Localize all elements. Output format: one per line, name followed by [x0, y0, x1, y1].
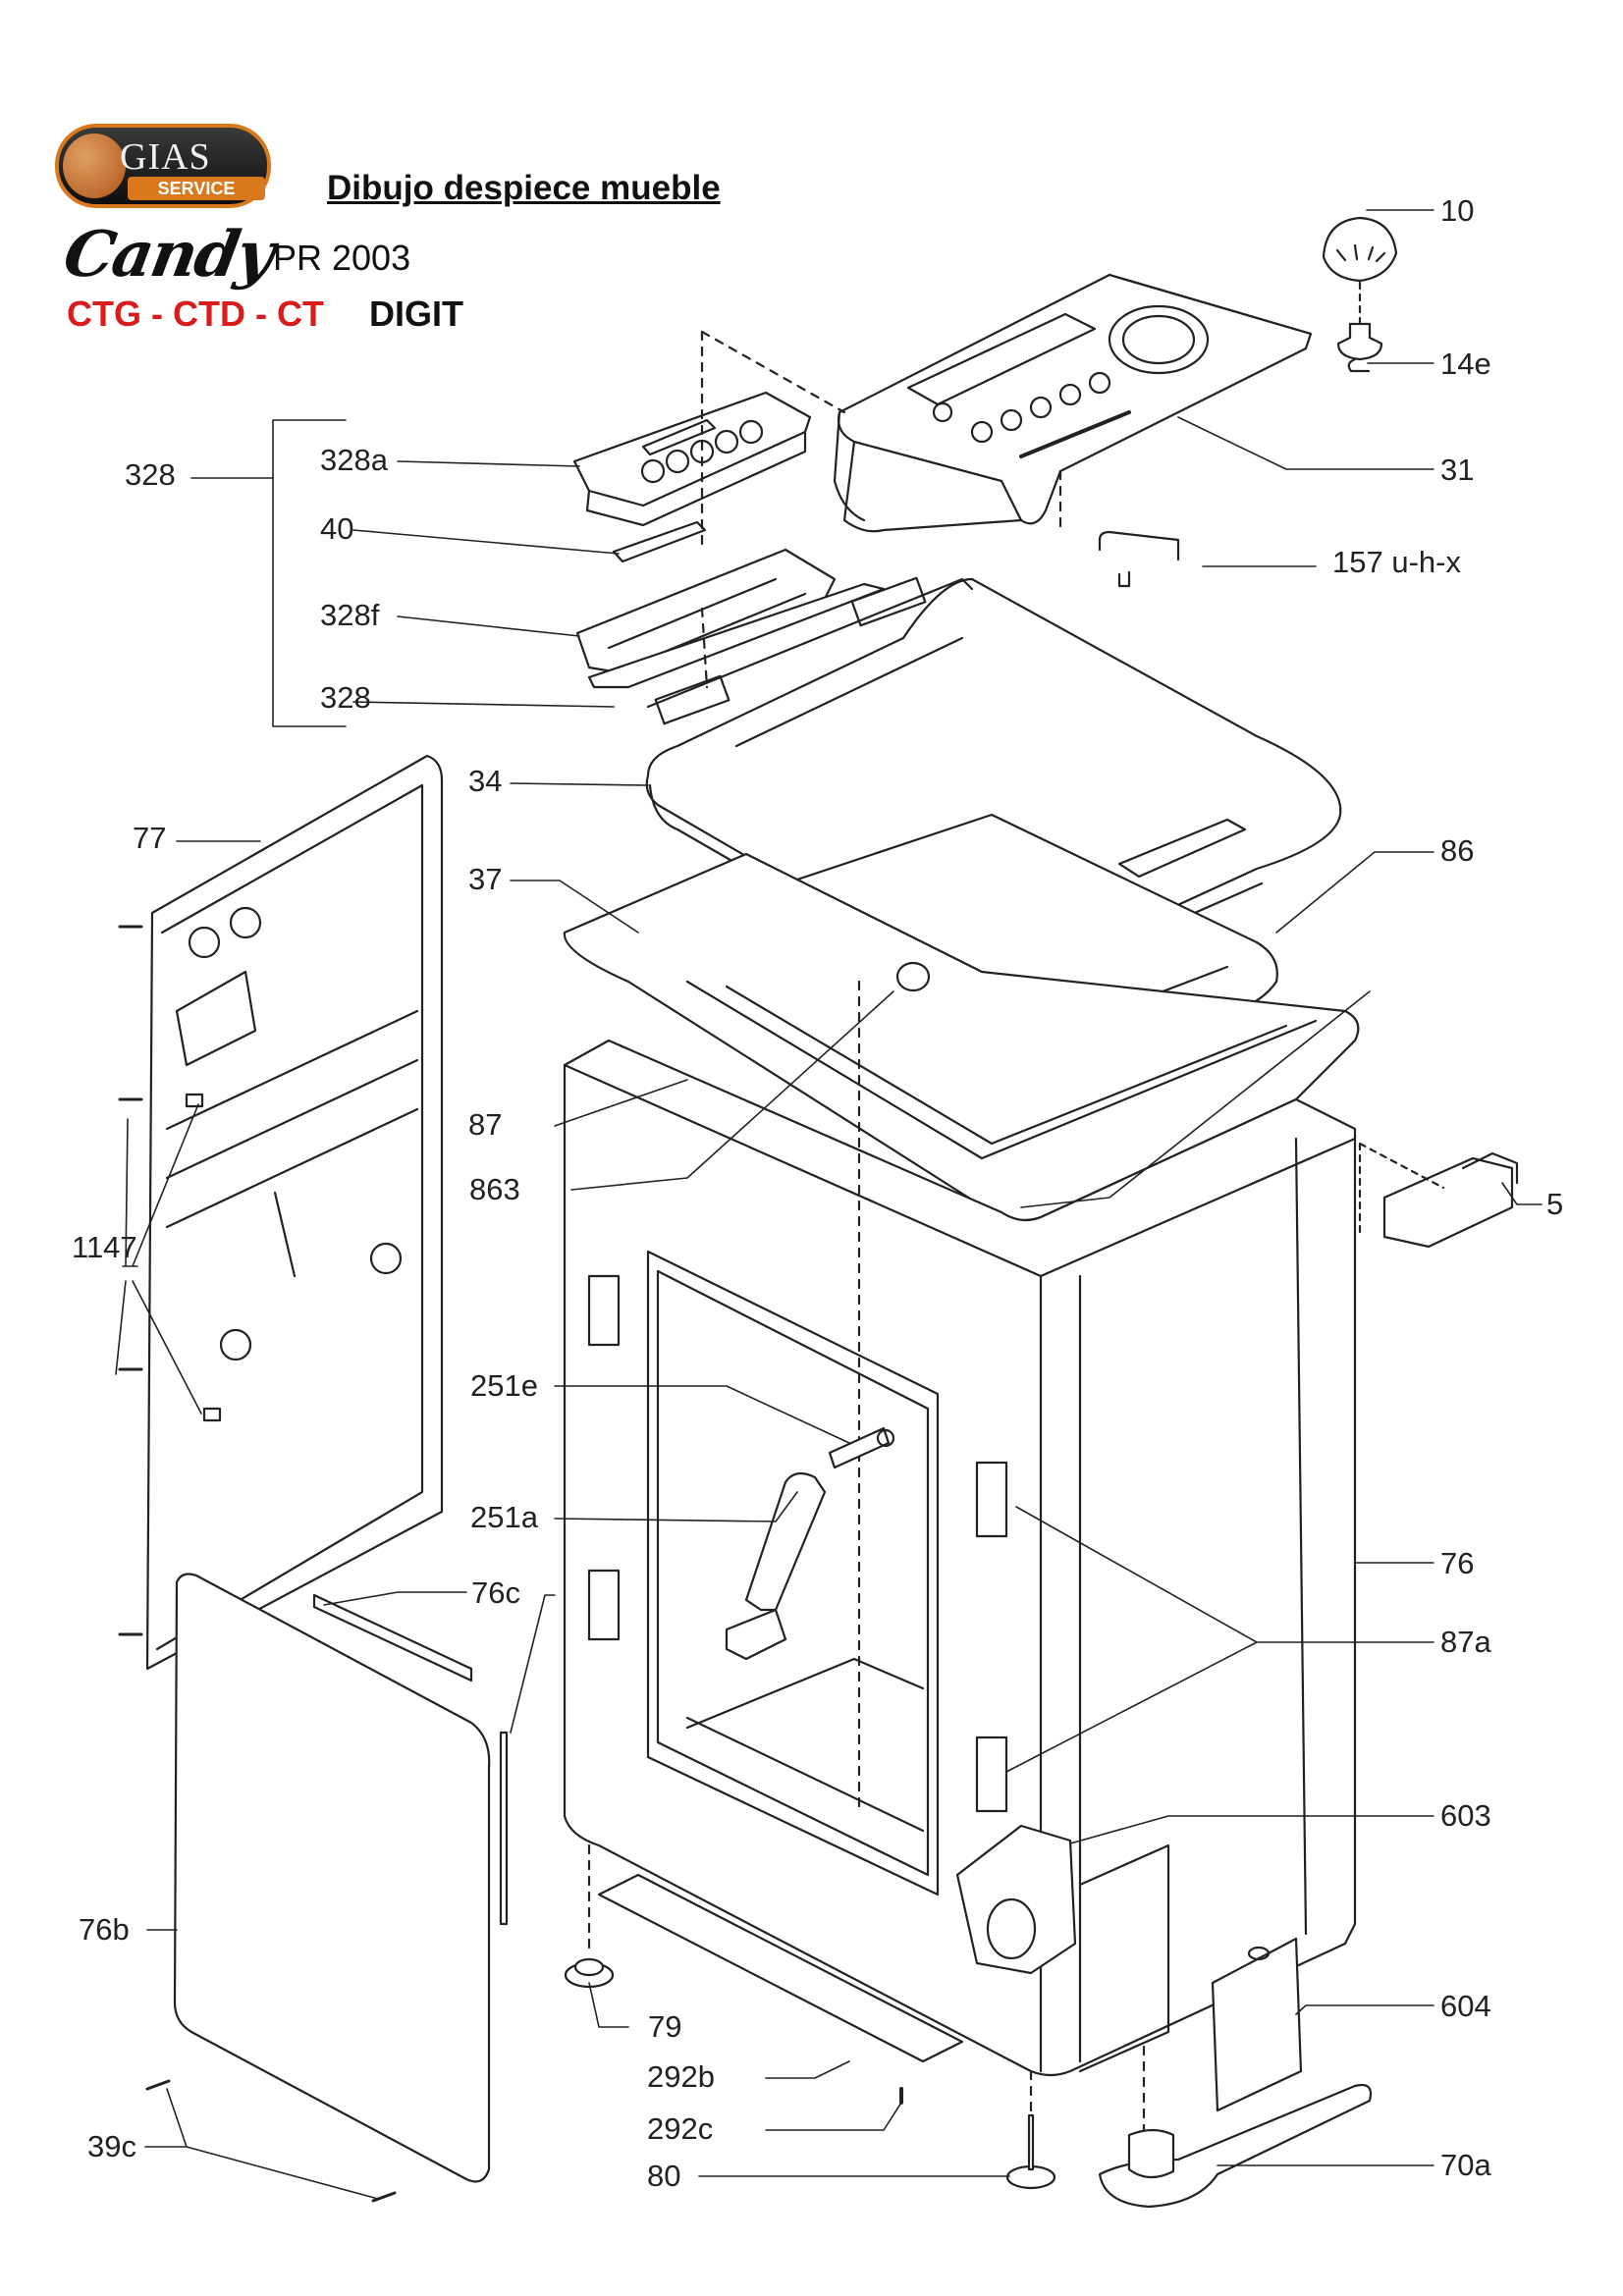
callout-77: 77 — [133, 821, 167, 855]
callout-328: 328 — [125, 457, 176, 492]
callout-87: 87 — [468, 1107, 503, 1142]
callout-31: 31 — [1440, 453, 1475, 487]
callout-328f: 328f — [320, 598, 380, 632]
drain-filter-part — [1098, 2045, 1373, 2209]
base-plate-part — [597, 1873, 964, 2063]
door-lock-part — [1358, 1142, 1519, 1249]
top-frame-part — [563, 852, 1360, 1222]
callout-292c: 292c — [647, 2111, 714, 2146]
electronic-board-328a — [572, 391, 812, 527]
shaft-clip-part — [1336, 322, 1383, 373]
callout-80: 80 — [647, 2159, 681, 2193]
logo-emblem-icon — [63, 133, 126, 198]
service-door-part — [1211, 1937, 1303, 2112]
callout-251a: 251a — [470, 1500, 538, 1534]
hinge-part — [725, 1426, 895, 1661]
callout-39c: 39c — [87, 2129, 136, 2163]
callout-328a: 328a — [320, 443, 388, 477]
callout-604: 604 — [1440, 1989, 1491, 2023]
callout-76: 76 — [1440, 1546, 1475, 1580]
callout-157: 157 u-h-x — [1332, 545, 1461, 579]
callout-14e: 14e — [1440, 347, 1491, 381]
variant-suffix: DIGIT — [369, 294, 463, 334]
pump-housing-part — [955, 1824, 1170, 2073]
control-panel-part — [700, 273, 1313, 533]
callout-70a: 70a — [1440, 2148, 1491, 2182]
leader-lines — [115, 209, 1542, 2200]
gias-service-logo: GIAS SERVICE — [55, 124, 271, 208]
callout-76c: 76c — [471, 1575, 520, 1610]
callout-863: 863 — [469, 1172, 520, 1206]
model-variants: CTG - CTD - CT — [67, 294, 324, 334]
callout-86: 86 — [1440, 833, 1475, 868]
logo-subtext: SERVICE — [128, 177, 265, 200]
logo-text: GIAS — [120, 136, 211, 178]
callout-251e: 251e — [470, 1368, 538, 1403]
strip-seal-part — [312, 1593, 509, 1926]
page-title: Dibujo despiece mueble — [327, 169, 721, 207]
model-number: PR 2003 — [273, 238, 411, 278]
adjustable-foot-79 — [564, 1843, 615, 1989]
callout-34: 34 — [468, 764, 503, 798]
callout-603: 603 — [1440, 1798, 1491, 1833]
callout-292b: 292b — [647, 2059, 715, 2094]
callout-37: 37 — [468, 862, 503, 896]
board-connector-40 — [612, 520, 707, 563]
adjustable-foot-80 — [1005, 2069, 1056, 2190]
callout-10: 10 — [1440, 193, 1475, 228]
back-panel-part — [118, 754, 444, 1671]
side-panel-part — [145, 1573, 491, 2203]
callout-328-base: 328 — [320, 680, 371, 715]
callout-1147: 1147 — [72, 1230, 137, 1264]
callout-40: 40 — [320, 511, 354, 546]
board-base-328 — [587, 582, 886, 689]
wire-harness-part — [1098, 530, 1180, 588]
callout-87a: 87a — [1440, 1625, 1491, 1659]
callout-76b: 76b — [79, 1912, 130, 1947]
knob-part — [1322, 216, 1398, 324]
callout-5: 5 — [1546, 1187, 1564, 1221]
callout-79: 79 — [648, 2009, 682, 2044]
